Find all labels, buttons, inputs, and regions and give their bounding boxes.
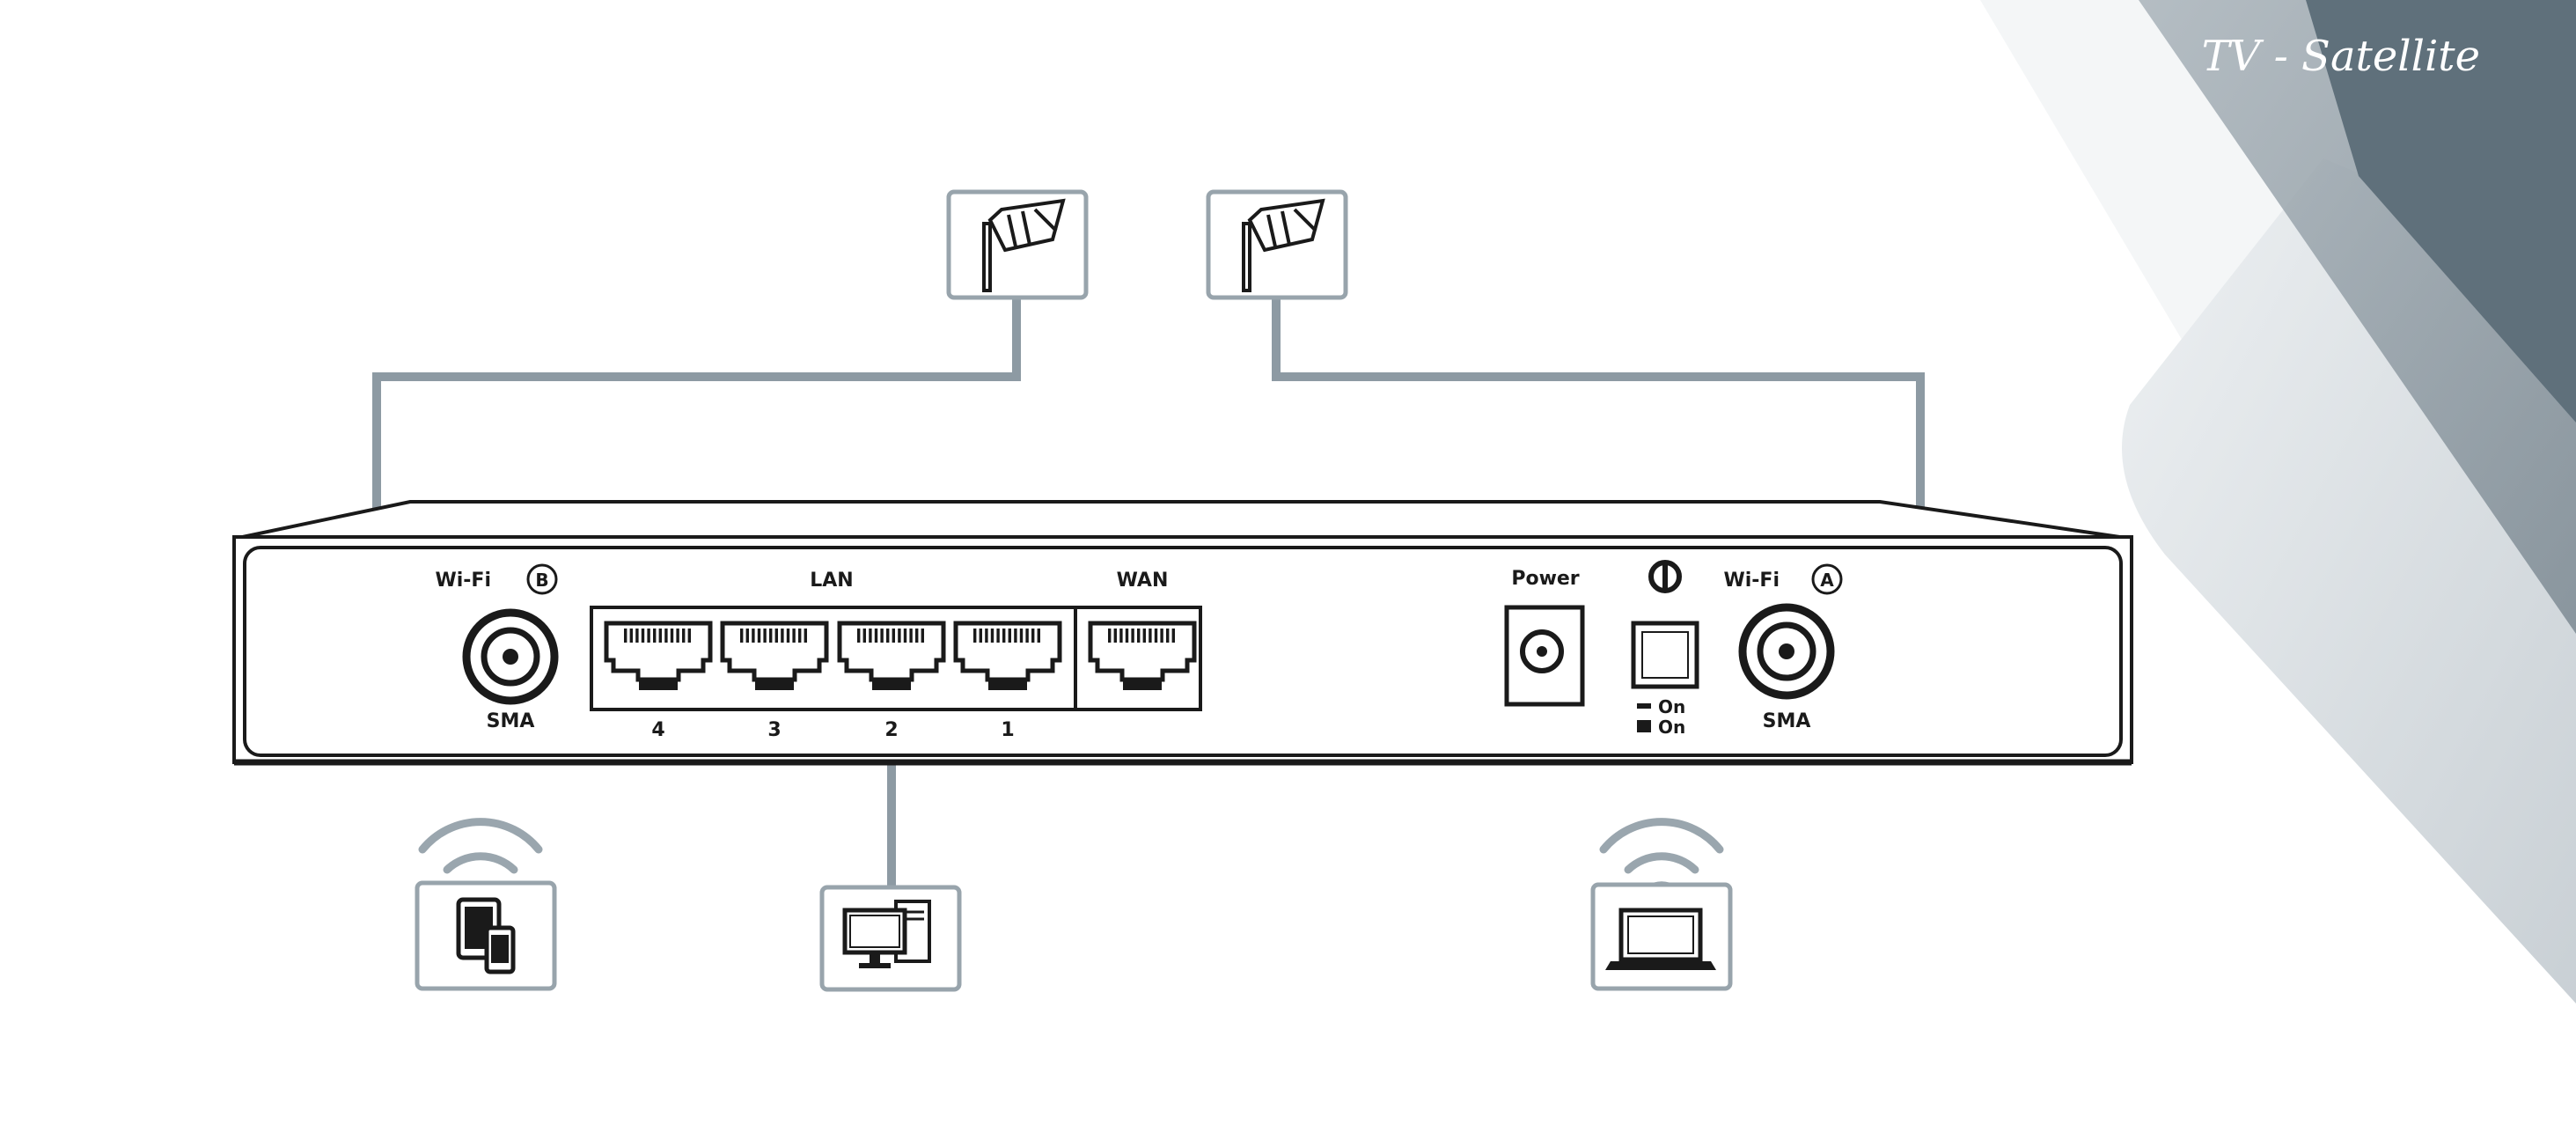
- sma-label-right: SMA: [1763, 710, 1811, 732]
- power-label: Power: [1511, 568, 1579, 590]
- lan-label: LAN: [810, 570, 853, 592]
- wifi-waves-right: [1599, 818, 1724, 893]
- wan-label: WAN: [1117, 570, 1169, 592]
- antenna-icon: [982, 198, 1066, 292]
- sma-connector-a[interactable]: [1738, 603, 1835, 700]
- desktop-computer-icon: [842, 900, 931, 968]
- tablet-phone-icon: [456, 897, 516, 974]
- lan-port-3[interactable]: [720, 621, 829, 690]
- lan-port-4[interactable]: [604, 621, 713, 690]
- antenna-right: [1206, 189, 1348, 300]
- lan-port-2[interactable]: [837, 621, 946, 690]
- power-jack[interactable]: [1504, 605, 1585, 707]
- lan-port-number-3: 3: [767, 719, 781, 741]
- wifi-b-letter: B: [535, 570, 548, 591]
- lan-port-number-4: 4: [651, 719, 664, 741]
- wifi-waves-left: [418, 818, 543, 893]
- power-symbol-icon: [1648, 560, 1682, 593]
- mobile-devices: [415, 880, 557, 991]
- wifi-b-label: Wi-Fi: [435, 570, 491, 592]
- lan-port-number-2: 2: [884, 719, 898, 741]
- corner-label: TV - Satellite: [2202, 32, 2480, 81]
- switch-off-marker: [1637, 703, 1651, 709]
- power-switch[interactable]: [1631, 621, 1699, 689]
- laptop: [1590, 882, 1733, 991]
- ethernet-ports: [604, 621, 1197, 690]
- router: Wi-Fi B SMA LAN WAN 4 3 2 1 Power: [232, 500, 2133, 766]
- corner-decoration: TV - Satellite: [1980, 0, 2576, 1004]
- desktop-pc: [819, 885, 962, 992]
- wifi-a-badge: [1811, 563, 1843, 595]
- wan-port[interactable]: [1088, 621, 1197, 690]
- antenna-icon: [1242, 198, 1325, 292]
- laptop-icon: [1605, 908, 1716, 970]
- switch-on-marker: [1637, 720, 1651, 732]
- switch-legend-off: On: [1658, 696, 1685, 717]
- wifi-a-label: Wi-Fi: [1723, 570, 1780, 592]
- wifi-a-letter: A: [1820, 570, 1834, 591]
- wifi-b-badge: [526, 563, 558, 595]
- lan-port-number-1: 1: [1001, 719, 1014, 741]
- lan-port-1[interactable]: [953, 621, 1062, 690]
- sma-label-left: SMA: [487, 710, 535, 732]
- sma-connector-b[interactable]: [462, 608, 559, 705]
- switch-legend-on: On: [1658, 717, 1685, 738]
- antenna-left: [946, 189, 1089, 300]
